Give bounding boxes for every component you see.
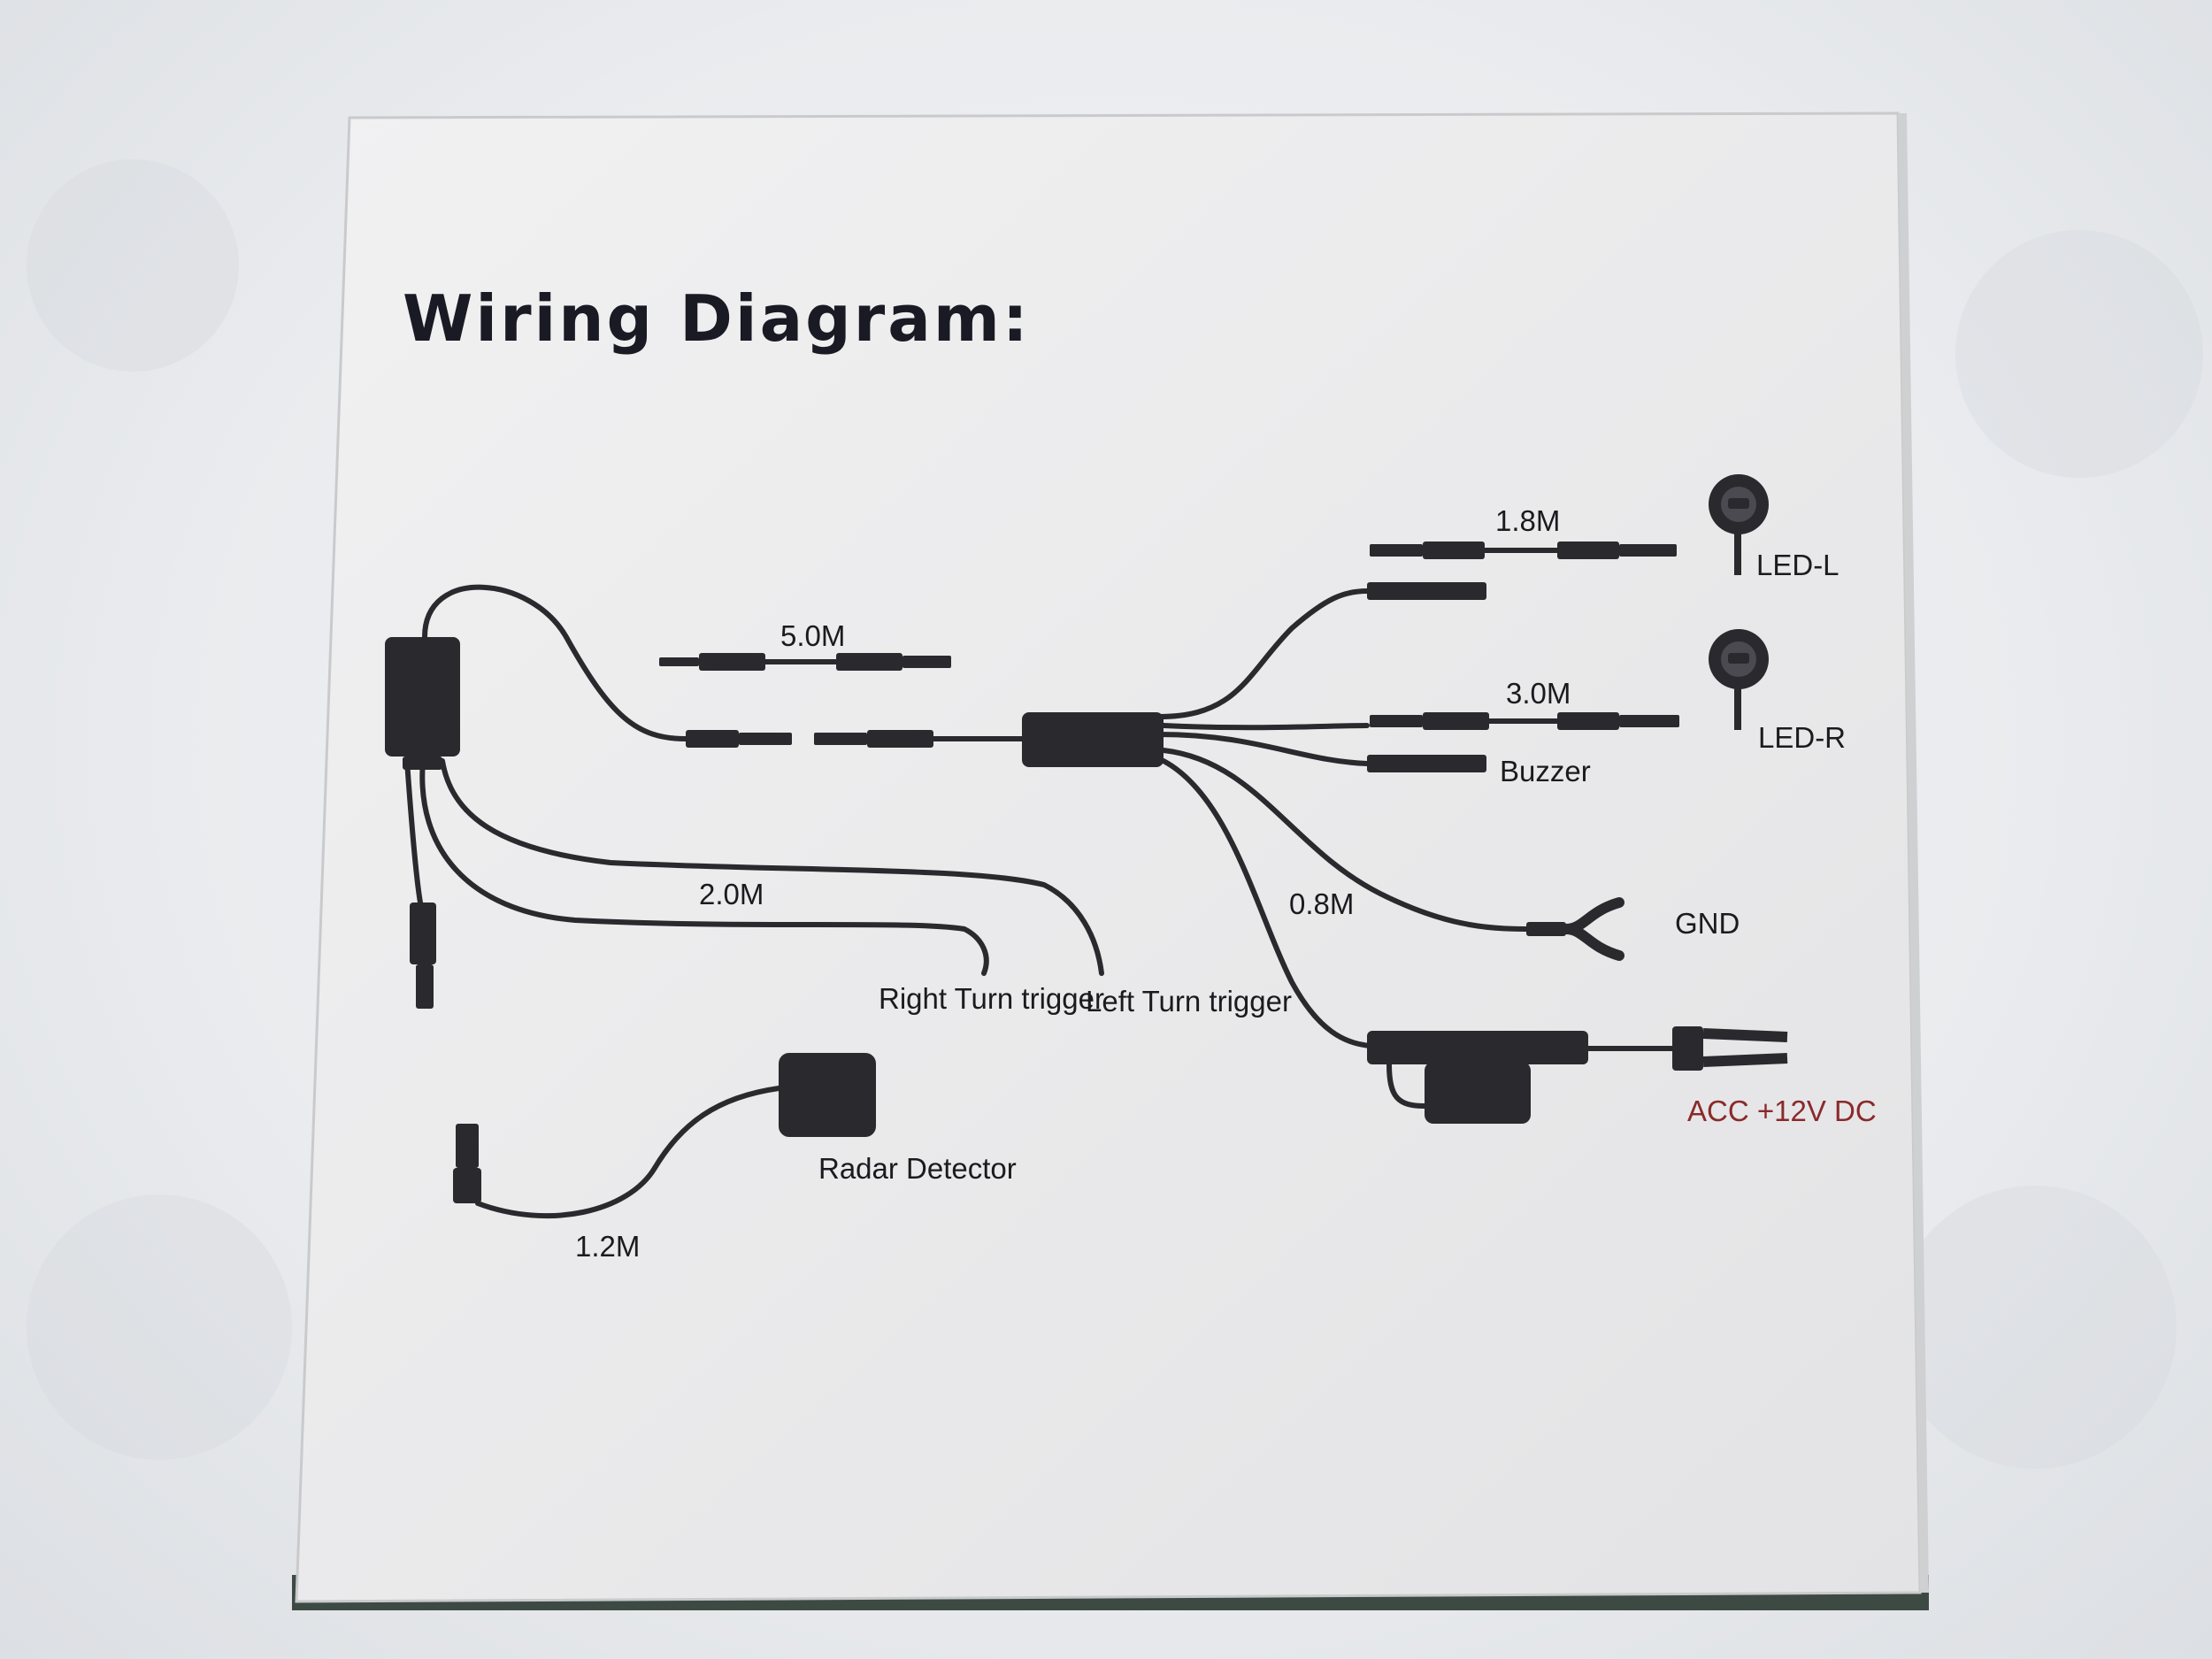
label-length-3m: 3.0M: [1506, 677, 1571, 710]
label-length-1-8m: 1.8M: [1495, 504, 1560, 537]
radar-detector-wire: [475, 1086, 781, 1219]
label-gnd: GND: [1675, 907, 1740, 940]
branch-wire-led-r-upper: [1161, 723, 1370, 731]
acc-fuse-holder: [1367, 1026, 1788, 1124]
label-buzzer: Buzzer: [1500, 755, 1591, 787]
label-led-r: LED-R: [1758, 721, 1846, 754]
center-junction-box: [1022, 712, 1164, 767]
branch-wire-buzzer: [1156, 732, 1370, 766]
cable-led-r: [1370, 712, 1679, 730]
main-harness-hub: [385, 637, 460, 770]
cable-led-l: [1367, 541, 1677, 600]
label-left-turn-trigger: Left Turn trigger: [1086, 985, 1292, 1018]
gnd-fork-terminal-icon: [1526, 897, 1624, 961]
branch-wire-acc: [1161, 758, 1374, 1048]
hub-main-wire: [422, 584, 688, 741]
hub-connector-to-junction: [686, 730, 1029, 748]
label-length-2m: 2.0M: [699, 878, 764, 910]
label-length-1-2m: 1.2M: [575, 1230, 640, 1263]
led-r-indicator-icon: [1709, 629, 1769, 730]
foam-background: [27, 159, 2203, 1469]
label-length-5m: 5.0M: [780, 619, 845, 652]
label-led-l: LED-L: [1756, 549, 1839, 581]
label-acc-12v: ACC +12V DC: [1687, 1094, 1877, 1127]
buzzer-connector: [1367, 755, 1486, 772]
left-turn-trigger-wire: [440, 758, 1104, 976]
right-turn-trigger-wire: [419, 758, 989, 976]
label-right-turn-trigger: Right Turn trigger: [879, 982, 1104, 1015]
box-board: [292, 111, 1929, 1610]
radar-detector-icon: [779, 1053, 876, 1137]
radar-connector: [453, 1124, 481, 1203]
hub-lower-connector: [404, 758, 436, 1009]
branch-wire-led-l: [1156, 588, 1370, 719]
label-length-0-8m: 0.8M: [1289, 887, 1354, 920]
diagram-title: Wiring Diagram:: [403, 281, 1031, 356]
extension-cable-5m: [659, 653, 951, 671]
branch-wire-gnd: [1161, 748, 1538, 932]
led-l-indicator-icon: [1709, 474, 1769, 575]
label-radar-detector: Radar Detector: [818, 1152, 1017, 1185]
